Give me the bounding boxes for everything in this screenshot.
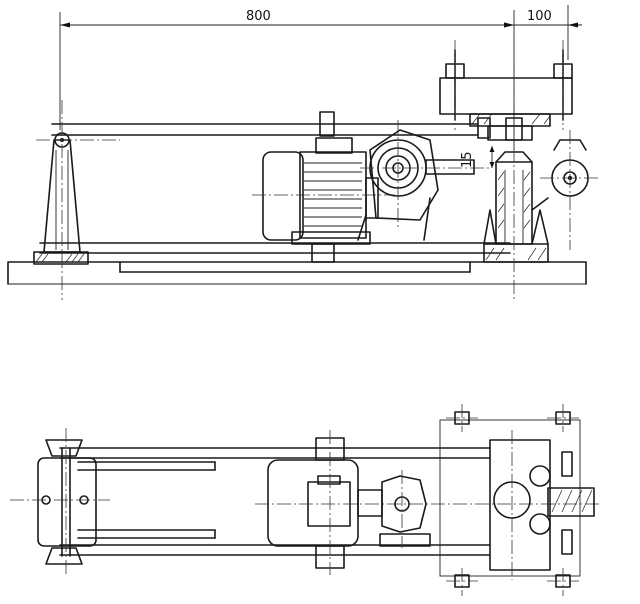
plan-view xyxy=(10,404,600,596)
motor xyxy=(252,137,395,263)
plan-gearbox xyxy=(357,470,431,548)
right-column xyxy=(483,60,549,300)
plan-bolt-br xyxy=(547,568,579,596)
dimension-15: 15 xyxy=(460,146,495,168)
dimension-100: 100 xyxy=(496,5,582,60)
gearbox xyxy=(357,120,490,241)
frame-joints xyxy=(319,111,491,139)
plan-left-end xyxy=(10,428,110,575)
plan-motor xyxy=(255,430,600,575)
dimension-100-label: 100 xyxy=(527,9,552,24)
frame-rail-bottom xyxy=(39,242,511,254)
plan-bolt-bl xyxy=(446,568,478,596)
elevation-view xyxy=(7,40,600,300)
frame-rail-top xyxy=(51,123,479,136)
plan-right-housing xyxy=(439,419,595,580)
dimension-800: 800 xyxy=(59,9,515,150)
plan-bolt-tr xyxy=(547,404,579,432)
base-plate xyxy=(7,261,587,285)
upper-table xyxy=(439,40,573,141)
plan-rail-top xyxy=(59,447,491,459)
plan-bolt-tl xyxy=(446,404,478,432)
dimension-800-label: 800 xyxy=(246,9,271,24)
plan-inner-rails xyxy=(77,461,216,539)
left-support-column xyxy=(33,100,120,300)
crank-wheel xyxy=(531,130,600,250)
